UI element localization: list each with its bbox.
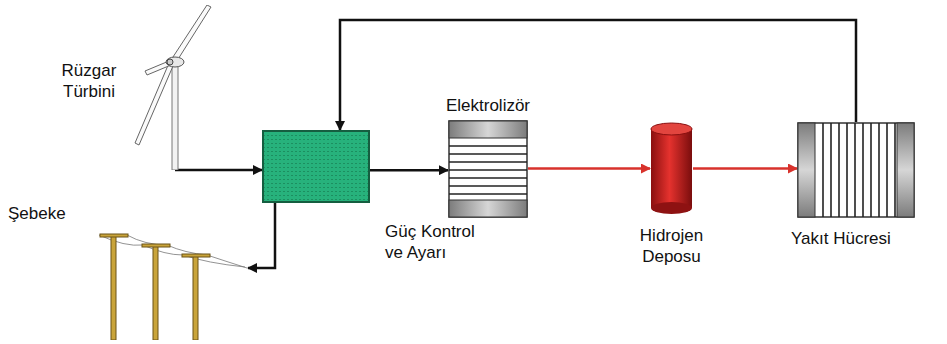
node-label: Yakıt Hücresi bbox=[791, 228, 891, 249]
node-label: Şebeke bbox=[8, 203, 66, 224]
fuel-cell: Yakıt Hücresi bbox=[797, 122, 915, 218]
hydrogen-flow-arrow bbox=[528, 167, 650, 170]
power-flow-arrow bbox=[370, 169, 448, 172]
hydrogen-tank: Hidrojen Deposu bbox=[650, 122, 693, 215]
power-grid: Şebeke bbox=[95, 225, 248, 340]
hydrogen-tank bbox=[650, 122, 693, 215]
wind-turbine-illustration bbox=[125, 5, 225, 170]
node-label: Hidrojen Deposu bbox=[623, 225, 720, 267]
power-control-box: Güç Kontrol ve Ayarı bbox=[262, 130, 370, 203]
wind-turbine: Rüzgar Türbini bbox=[125, 5, 225, 170]
fuel-cell-stack bbox=[797, 122, 915, 218]
power-poles-illustration bbox=[95, 225, 248, 340]
node-label: Güç Kontrol ve Ayarı bbox=[385, 221, 497, 263]
power-flow-arrow bbox=[175, 169, 262, 172]
node-label: Elektrolizör bbox=[418, 95, 558, 116]
power-control-box bbox=[262, 130, 370, 203]
electrolyzer-stack bbox=[448, 120, 528, 218]
hydrogen-flow-arrow bbox=[693, 167, 797, 170]
node-label: Rüzgar Türbini bbox=[53, 60, 125, 102]
power-flow-arrow bbox=[248, 203, 275, 268]
power-flow-arrow bbox=[340, 20, 856, 130]
electrolyzer: Elektrolizör bbox=[448, 120, 528, 218]
